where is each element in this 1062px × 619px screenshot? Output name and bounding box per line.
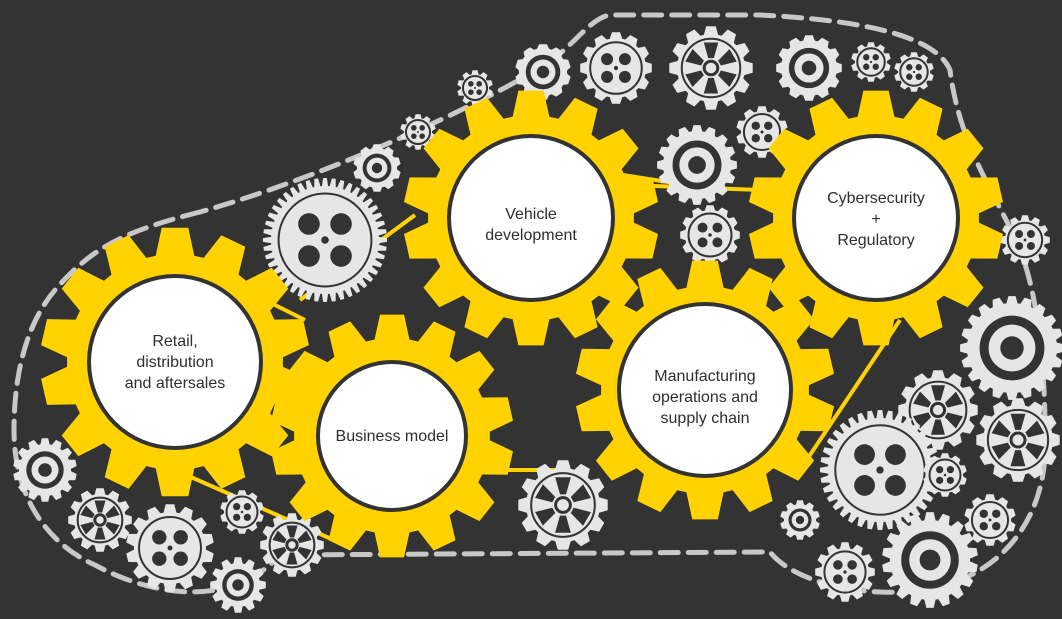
background-gear xyxy=(976,398,1060,482)
primary-gear-manufacturing xyxy=(576,260,834,520)
background-gear xyxy=(260,513,324,577)
background-gear xyxy=(736,106,788,158)
primary-gear-vehicle xyxy=(404,90,658,346)
primary-gear-business xyxy=(271,314,513,558)
background-gear xyxy=(1000,215,1050,265)
primary-gears xyxy=(41,90,1003,558)
background-gear xyxy=(13,438,77,502)
background-gear xyxy=(580,32,652,104)
background-gears xyxy=(13,26,1062,613)
background-gear xyxy=(851,42,891,82)
car-outline xyxy=(11,12,1048,595)
background-gear xyxy=(210,557,266,613)
background-gear xyxy=(898,370,978,450)
background-gear xyxy=(820,410,940,530)
background-gear xyxy=(964,494,1016,546)
background-gear xyxy=(894,52,934,92)
background-gear xyxy=(515,44,571,100)
background-gear xyxy=(657,125,737,205)
background-gear xyxy=(669,26,753,110)
background-gear xyxy=(220,490,264,534)
background-gear xyxy=(780,500,820,540)
background-gear xyxy=(518,460,608,550)
background-gear xyxy=(68,488,132,552)
background-gear xyxy=(776,35,842,101)
background-gear xyxy=(126,504,214,592)
background-gear xyxy=(882,512,978,608)
background-gear xyxy=(457,70,493,106)
background-gear xyxy=(400,114,436,150)
primary-gear-cyber xyxy=(749,90,1003,346)
background-gear xyxy=(923,453,967,497)
background-gear xyxy=(680,205,740,265)
background-gear xyxy=(960,296,1062,400)
background-gear xyxy=(353,144,401,192)
background-gear xyxy=(263,178,387,302)
background-gear xyxy=(815,542,875,602)
primary-gear-retail xyxy=(41,227,309,497)
